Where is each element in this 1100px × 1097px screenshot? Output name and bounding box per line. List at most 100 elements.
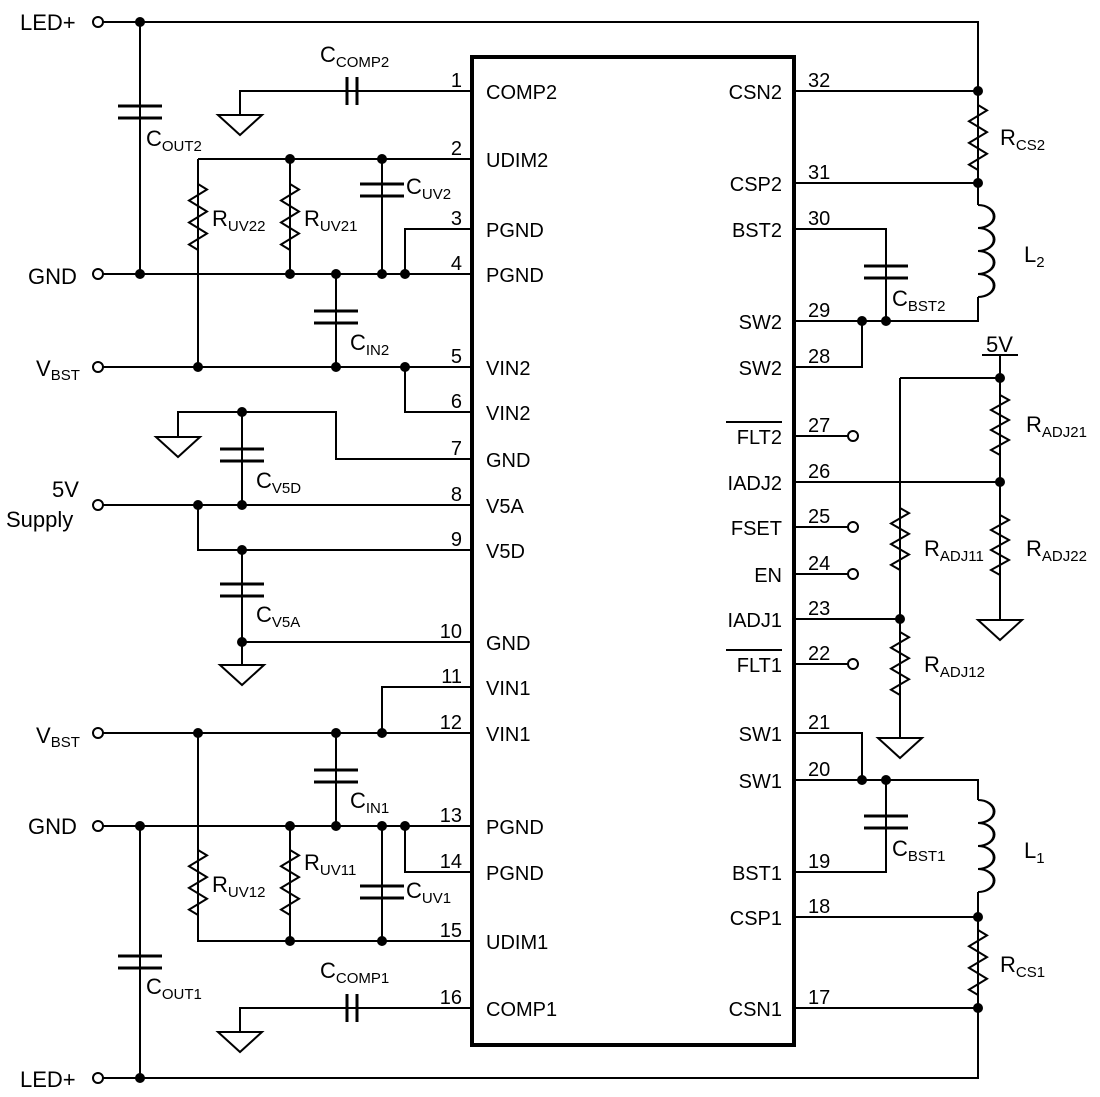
junction-dot [237,407,247,417]
wires [103,21,1018,1079]
label-sub: ADJ22 [1042,548,1087,565]
label-sub: IN2 [366,342,389,359]
pin-name-3: PGND [486,220,544,242]
wire [103,21,979,92]
junction-dot [377,154,387,164]
pin-number-22: 22 [808,643,830,665]
pin-number-23: 23 [808,598,830,620]
pin-name-25: FSET [731,518,782,540]
label-sub: ADJ12 [940,664,985,681]
gnd-top-label: GND [28,264,77,289]
label-ccomp2: CCOMP2 [320,42,389,71]
pin-name-29: SW2 [739,312,782,334]
resistor [187,183,209,251]
fivev-rail-label: 5V [986,332,1013,357]
label-sub: ADJ11 [940,548,984,565]
pin-name-7: GND [486,450,530,472]
resistor [888,507,912,571]
pin-number-3: 3 [451,208,462,230]
junction-dot [377,728,387,738]
junction-dot [135,17,145,27]
pin-number-25: 25 [808,506,830,528]
label-sub: V5D [272,480,301,497]
label-main: C [892,836,908,861]
terminal [847,521,859,533]
junction-dot [400,269,410,279]
wire [103,1007,979,1079]
wire [404,367,472,413]
label-sub: OUT1 [162,986,202,1003]
resistor [889,631,911,696]
junction-dot [135,269,145,279]
wire [381,686,472,733]
label-main: R [304,850,320,875]
wire [794,779,979,800]
inductor [977,204,996,298]
pin-name-12: VIN1 [486,724,530,746]
pin-name-24: EN [754,565,782,587]
pin-number-1: 1 [451,70,462,92]
junction-dot [285,269,295,279]
pin-name-30: BST2 [732,220,782,242]
wire [404,228,472,274]
label-main: L [1024,838,1036,863]
junction-dot [285,821,295,831]
pin-name-5: VIN2 [486,358,530,380]
label-radj11: RADJ11 [924,536,984,565]
pin-number-6: 6 [451,391,462,413]
resistor [988,514,1012,576]
inductor [977,799,996,893]
pin-name-31: CSP2 [730,174,782,196]
junction-dot [973,86,983,96]
label-l2: L2 [1024,242,1045,271]
label-sub: CS1 [1016,964,1045,981]
pin-number-27: 27 [808,415,830,437]
label-main: R [212,206,228,231]
junction-dots [92,16,1005,1084]
pin-name-18: CSP1 [730,908,782,930]
terminal [847,658,859,670]
label-main: C [320,42,336,67]
pin-number-7: 7 [451,438,462,460]
label-l1: L1 [1024,838,1045,867]
pin-number-2: 2 [451,138,462,160]
pin-number-19: 19 [808,851,830,873]
resistor [279,849,301,916]
junction-dot [193,362,203,372]
junction-dot [193,500,203,510]
terminal [92,16,104,28]
label-main: L [1024,242,1036,267]
wire [794,780,887,873]
pin-number-15: 15 [440,920,462,942]
junction-dot [237,637,247,647]
pin-number-13: 13 [440,805,462,827]
label-ruv21: RUV21 [304,206,357,235]
junction-dot [331,269,341,279]
pin-number-24: 24 [808,553,830,575]
pin-number-28: 28 [808,346,830,368]
label-ruv11: RUV11 [304,850,356,879]
supply-label-line2: Supply [6,507,73,532]
junction-dot [331,362,341,372]
resistor [967,104,989,171]
pin-number-11: 11 [441,666,462,688]
label-main: R [924,536,940,561]
junction-dot [135,821,145,831]
terminal [92,268,104,280]
label-main: R [304,206,320,231]
label-radj22: RADJ22 [1026,536,1087,565]
pin-name-20: SW1 [739,771,782,793]
pin-name-13: PGND [486,817,544,839]
pin-number-9: 9 [451,529,462,551]
label-main: C [256,602,272,627]
label-rcs2: RCS2 [1000,125,1045,154]
resistor [279,183,301,251]
pin-name-17: CSN1 [729,999,782,1021]
terminal [92,820,104,832]
pin-name-9: V5D [486,541,525,563]
pin-name-16: COMP1 [486,999,557,1021]
junction-dot [973,912,983,922]
label-sub: UV1 [422,890,451,907]
